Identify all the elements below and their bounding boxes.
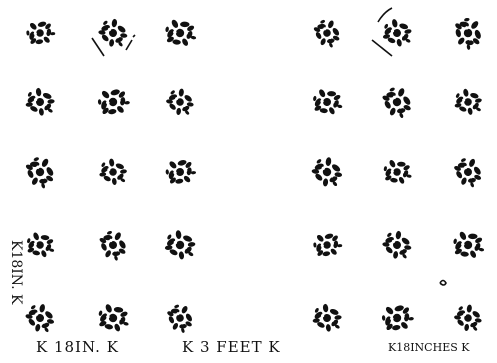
clover-plant-icon [376, 297, 418, 339]
clover-plant-icon [452, 303, 483, 333]
clover-plant-icon [380, 16, 415, 50]
clover-plant-icon [308, 226, 346, 264]
label-18inches-right: K18INCHES K [388, 341, 470, 354]
clover-plant-icon [94, 226, 133, 265]
clover-plant-icon [377, 82, 417, 121]
pencil-mark-left [92, 35, 135, 56]
clover-plant-icon [309, 15, 345, 51]
clover-plant-icon [449, 153, 487, 190]
label-18in-left: K 18IN. K [36, 338, 119, 356]
clover-plant-icon [451, 86, 484, 118]
clover-plant-icon [381, 229, 414, 261]
label-18in-vertical: K18IN. K [8, 240, 24, 305]
small-mark [440, 281, 446, 286]
clover-plant-icon [23, 301, 58, 335]
clover-plant-icon [22, 227, 58, 263]
clover-plant-icon [20, 152, 61, 193]
clover-plant-icon [447, 225, 488, 266]
clover-plant-icon [163, 228, 197, 261]
clover-plant-icon [311, 302, 344, 334]
clover-plant-icon [378, 153, 415, 190]
clover-plant-icon [97, 157, 128, 187]
clover-plant-icon [164, 87, 195, 117]
clover-plant-icon [307, 83, 346, 122]
plants-grid [20, 12, 490, 339]
clover-plant-icon [97, 17, 130, 49]
clover-plant-icon [160, 152, 200, 192]
clover-plant-icon [447, 12, 489, 54]
clover-plant-icon [21, 14, 59, 52]
label-3-feet: K 3 FEET K [182, 338, 281, 356]
clover-plant-icon [159, 13, 200, 54]
clover-plant-icon [162, 299, 199, 336]
clover-plant-icon [310, 155, 344, 188]
clover-plant-icon [24, 86, 57, 118]
clover-plant-icon [92, 81, 134, 123]
clover-plant-icon [93, 298, 133, 337]
